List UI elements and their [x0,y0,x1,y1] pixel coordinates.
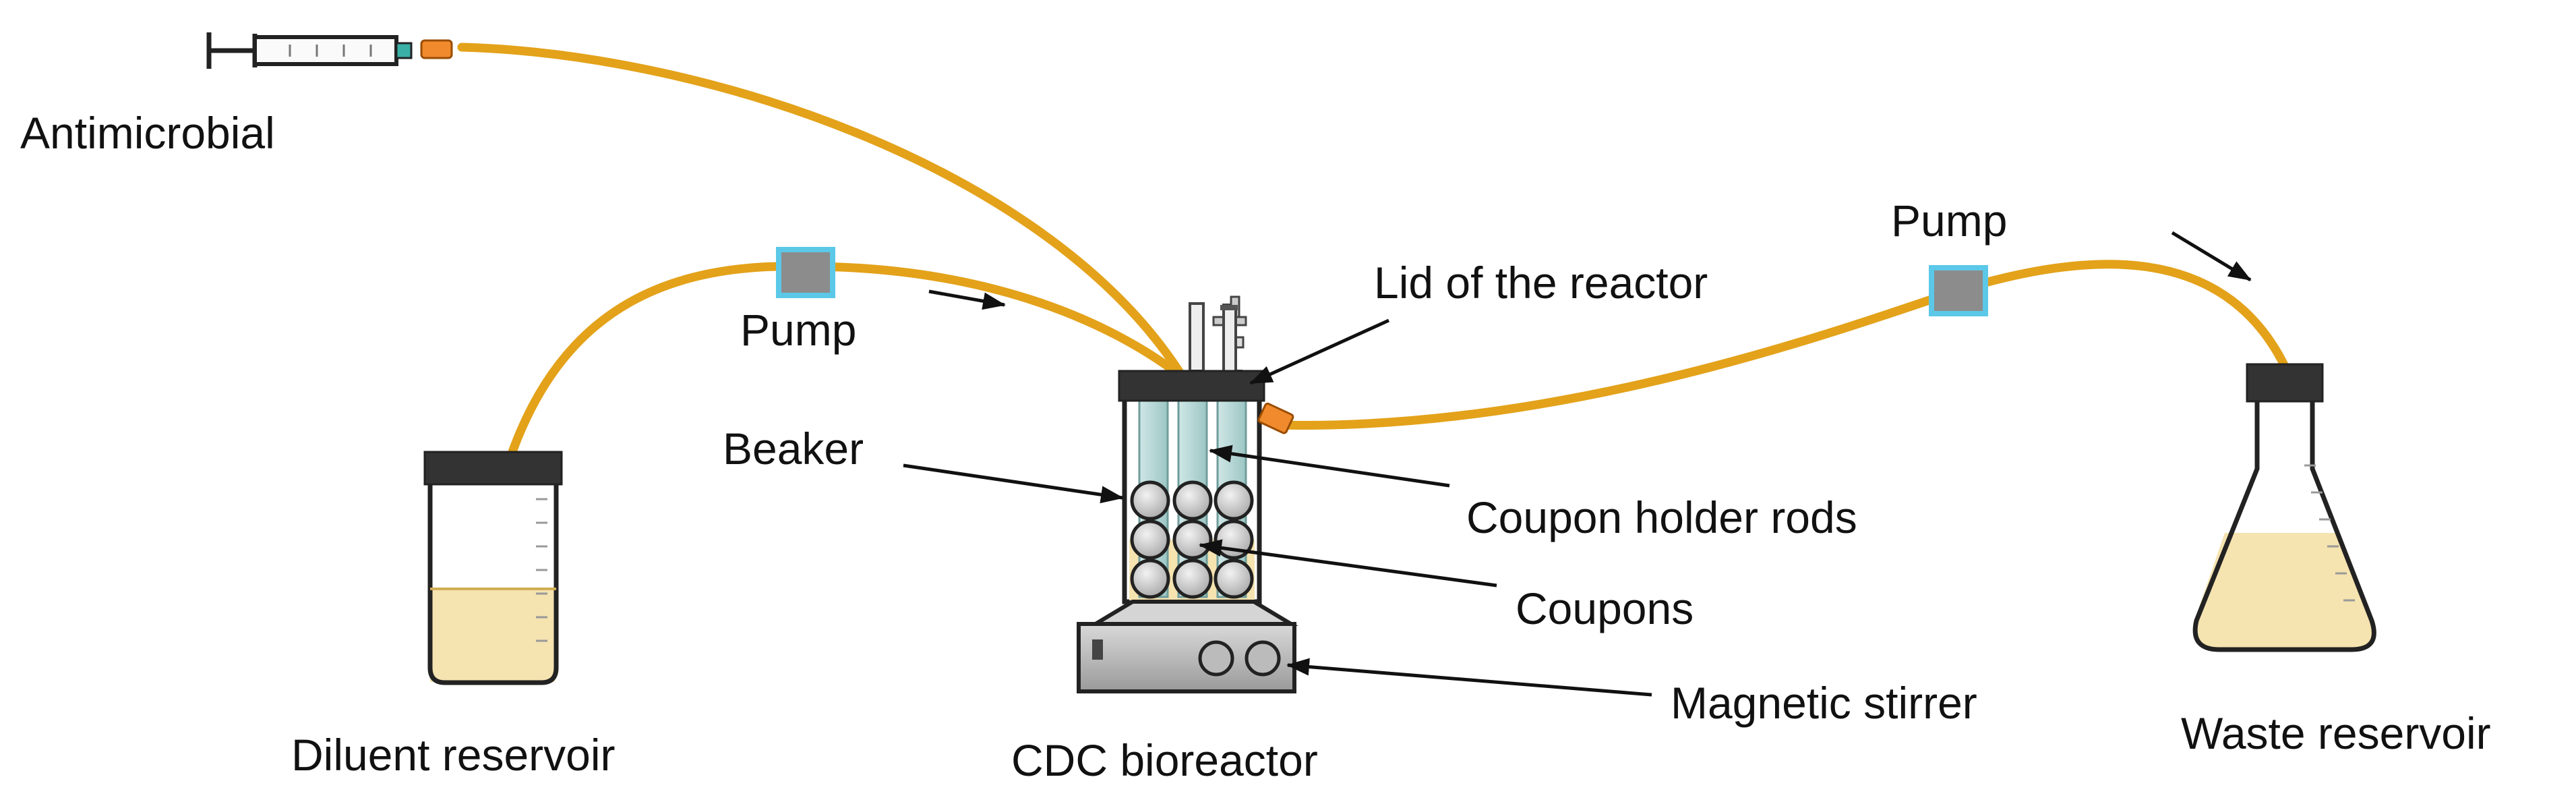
waste-tube [1269,260,2290,430]
beaker-label: Beaker [723,424,864,474]
left-pump-label: Pump [740,305,856,355]
coupon-holder-rods-label: Coupon holder rods [1466,492,1857,542]
right-flow-arrow [2171,231,2252,282]
magnetic-stirrer-leader-arrow [1286,658,1652,697]
right-pump-label: Pump [1891,196,2007,246]
left-flow-arrow [928,289,1006,310]
waste-reservoir-label: Waste reservoir [2181,708,2491,758]
right-pump-icon [1929,265,1988,316]
cdc-bioreactor [1077,295,1298,693]
lid-leader-arrow [1249,318,1390,385]
diluent-reservoir-beaker [423,451,563,685]
left-pump-icon [776,247,835,298]
antimicrobial-label: Antimicrobial [20,108,275,158]
diluent-reservoir-label: Diluent reservoir [291,730,616,780]
magnetic-stirrer-label: Magnetic stirrer [1671,678,1977,728]
coupon-holder-rods-leader-arrow [1209,445,1450,488]
cdc-bioreactor-label: CDC bioreactor [1011,735,1318,785]
waste-reservoir-flask [2192,363,2376,652]
antimicrobial-tube [457,42,1188,382]
coupons-leader-arrow [1199,539,1497,588]
coupons-label: Coupons [1516,583,1694,633]
lid-label: Lid of the reactor [1374,258,1708,308]
syringe-icon [206,32,453,69]
beaker-leader-arrow [903,463,1124,504]
